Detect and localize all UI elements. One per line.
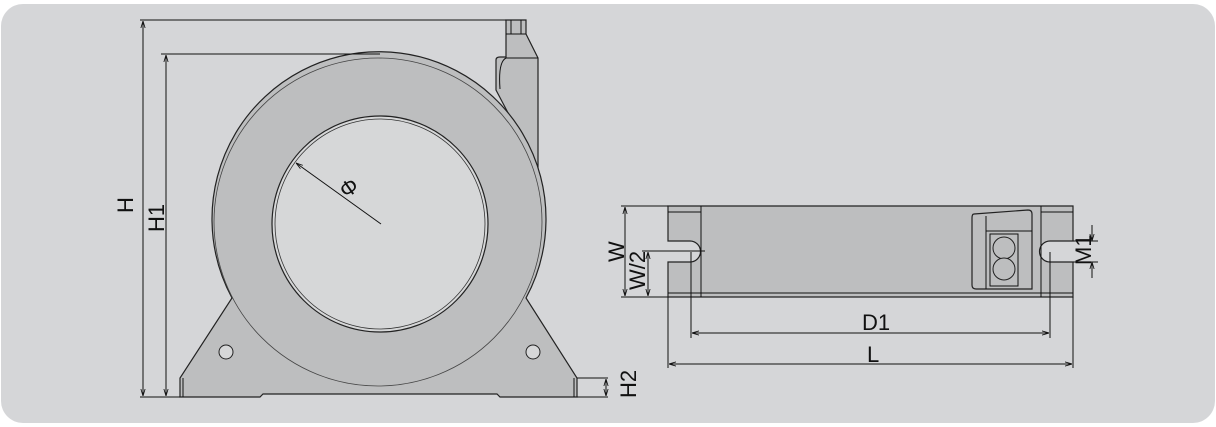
height1-label: H1 <box>144 204 169 232</box>
height-label: H <box>113 197 138 213</box>
mounting-hole-left <box>218 344 234 360</box>
mounting-hole-right <box>525 344 541 360</box>
width-label: W <box>604 241 629 262</box>
terminal-block <box>971 209 1033 290</box>
height2-label: H2 <box>616 370 641 398</box>
length-label: L <box>867 342 879 367</box>
diameter-line <box>296 163 382 225</box>
terminal-screw <box>992 236 1016 260</box>
mount-hole-label: M1 <box>1071 234 1096 265</box>
terminal-screw <box>992 257 1016 281</box>
side-view: W W/2 D1 L M1 <box>604 205 1098 368</box>
mount-distance-label: D1 <box>862 310 890 335</box>
window-hole <box>271 115 489 333</box>
core-outer-edge <box>213 57 543 387</box>
front-view: Φ H H1 H2 <box>113 19 641 398</box>
half-width-label: W/2 <box>625 251 650 290</box>
